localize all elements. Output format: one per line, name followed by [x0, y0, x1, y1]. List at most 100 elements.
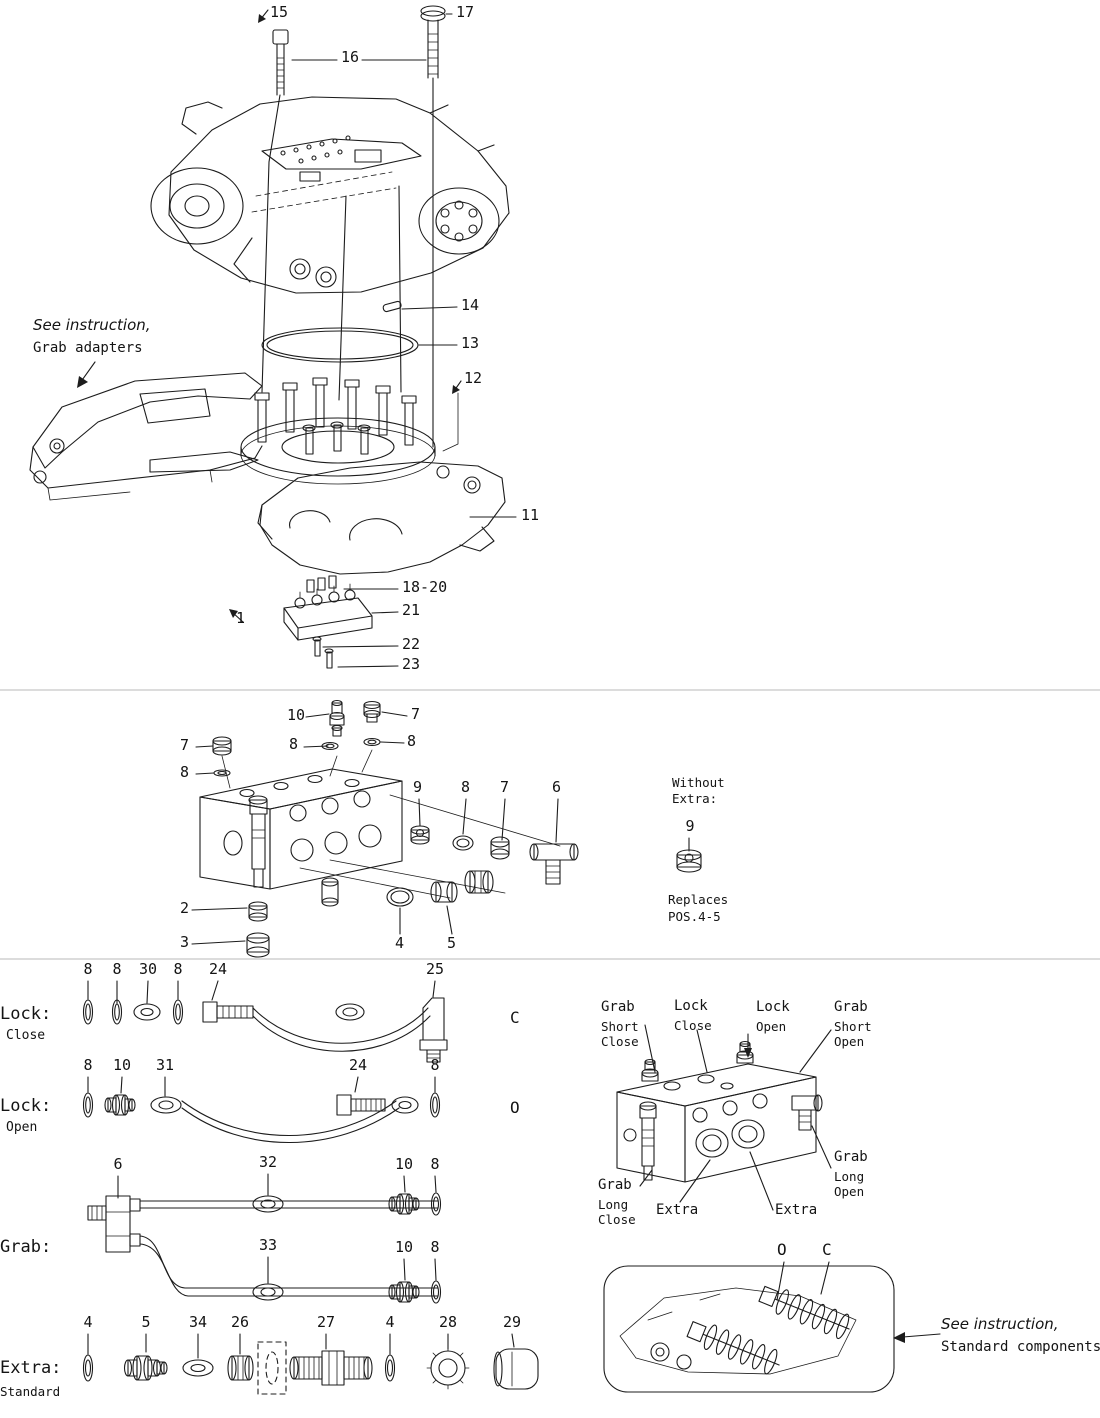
port-label-sub: Open [756, 1019, 787, 1034]
note-see-instruction: See instruction, [33, 316, 151, 334]
callout-14: 14 [461, 296, 480, 314]
port-label-extra-left: Extra [656, 1202, 699, 1218]
callout-5: 5 [141, 1313, 151, 1331]
callout-8: 8 [83, 1056, 93, 1074]
cylinder-letter-c: C [822, 1240, 832, 1259]
callout-6: 6 [113, 1155, 123, 1173]
port-letter-o: O [510, 1098, 520, 1117]
grab-parts-drawing [87, 1192, 442, 1304]
callout-6: 6 [552, 778, 562, 796]
grab-adapter-drawing [29, 361, 263, 501]
callout-28: 28 [438, 1313, 458, 1331]
callout-4: 4 [395, 934, 405, 952]
projection-lines [261, 77, 434, 448]
callout-30: 30 [138, 960, 158, 978]
port-letter-c: C [510, 1008, 520, 1027]
screw-15-drawing [258, 9, 289, 96]
note-arrow [893, 1332, 941, 1343]
note-see-instruction-2: See instruction, [941, 1315, 1059, 1333]
callout-2: 2 [180, 899, 190, 917]
kit-title: Lock: [0, 1096, 52, 1116]
callout-7: 7 [411, 705, 421, 723]
callout-8: 8 [112, 960, 122, 978]
callout-24: 24 [208, 960, 228, 978]
callout-10: 10 [394, 1155, 414, 1173]
swing-plate-drawing [240, 377, 436, 485]
callout-7: 7 [500, 778, 510, 796]
callout-10: 10 [112, 1056, 132, 1074]
port-label-sub: Close [601, 1034, 639, 1049]
callout-17: 17 [456, 3, 475, 21]
callout-1: 1 [236, 609, 246, 627]
callout-9: 9 [685, 817, 695, 835]
note-standard-components: Standard components [941, 1339, 1100, 1355]
port-label-grab-long-open: Grab [834, 1149, 868, 1165]
lower-bracket-drawing [257, 461, 506, 575]
callout-24: 24 [348, 1056, 368, 1074]
kit-subtitle: Open [6, 1120, 38, 1135]
screw-12-drawing [442, 380, 462, 452]
callout-8: 8 [430, 1155, 440, 1173]
rotator-assembly-drawing [150, 96, 510, 294]
callout-8: 8 [173, 960, 183, 978]
kit-title: Grab: [0, 1237, 52, 1257]
port-label-grab-short-close: Grab [601, 999, 635, 1015]
callout-8: 8 [407, 732, 417, 750]
callout-10: 10 [287, 706, 306, 724]
kit-subtitle: Standard [0, 1384, 61, 1399]
kit-subtitle: Close [6, 1028, 46, 1043]
callout-22: 22 [402, 635, 421, 653]
callout-33: 33 [258, 1236, 278, 1254]
port-label-sub: Long [598, 1197, 629, 1212]
valve-block-exploded-drawing [199, 699, 579, 958]
replaces-note-line1: Replaces [668, 892, 729, 907]
callout-34: 34 [188, 1313, 208, 1331]
port-label-lock-close: Lock [674, 998, 708, 1014]
port-label-grab-long-close: Grab [598, 1177, 632, 1193]
callout-16: 16 [341, 48, 360, 66]
callout-29: 29 [502, 1313, 522, 1331]
callout-25: 25 [425, 960, 445, 978]
callout-10: 10 [394, 1238, 414, 1256]
manifold-drawing [229, 575, 373, 669]
callout-8: 8 [83, 960, 93, 978]
port-label-sub: Close [674, 1018, 712, 1033]
port-label-sub: Close [598, 1212, 636, 1227]
extra-standard-parts-drawing [82, 1341, 539, 1395]
callout-15: 15 [270, 3, 289, 21]
port-label-sub: Open [834, 1184, 865, 1199]
callout-21: 21 [402, 601, 421, 619]
cylinder-letter-o: O [777, 1240, 787, 1259]
callout-7: 7 [180, 736, 190, 754]
screw-17-drawing [420, 5, 446, 79]
leader-lines [87, 13, 832, 1359]
callout-8: 8 [430, 1056, 440, 1074]
port-label-sub: Short [601, 1019, 639, 1034]
kit-title: Lock: [0, 1004, 52, 1024]
cylinder-unit-drawing [603, 1265, 895, 1393]
callout-27: 27 [316, 1313, 336, 1331]
callout-31: 31 [155, 1056, 175, 1074]
lock-open-arrow [744, 1033, 752, 1058]
callout-5: 5 [447, 934, 457, 952]
callout-32: 32 [258, 1153, 278, 1171]
callout-23: 23 [402, 655, 421, 673]
port-label-grab-short-open: Grab [834, 999, 868, 1015]
valve-block-assembled-drawing [616, 1040, 823, 1183]
callout-12: 12 [464, 369, 483, 387]
replaces-note-line2: POS.4-5 [668, 909, 721, 924]
callout-18-20: 18-20 [402, 578, 448, 596]
lock-close-parts-drawing [82, 997, 448, 1063]
port-label-sub: Short [834, 1019, 872, 1034]
callout-8: 8 [289, 735, 299, 753]
callout-26: 26 [230, 1313, 250, 1331]
kit-title: Extra: [0, 1358, 62, 1378]
callout-8: 8 [180, 763, 190, 781]
port-label-sub: Open [834, 1034, 865, 1049]
callout-8: 8 [430, 1238, 440, 1256]
without-extra-line2: Extra: [672, 791, 718, 806]
plug-without-extra-drawing [676, 849, 702, 873]
callout-11: 11 [521, 506, 540, 524]
